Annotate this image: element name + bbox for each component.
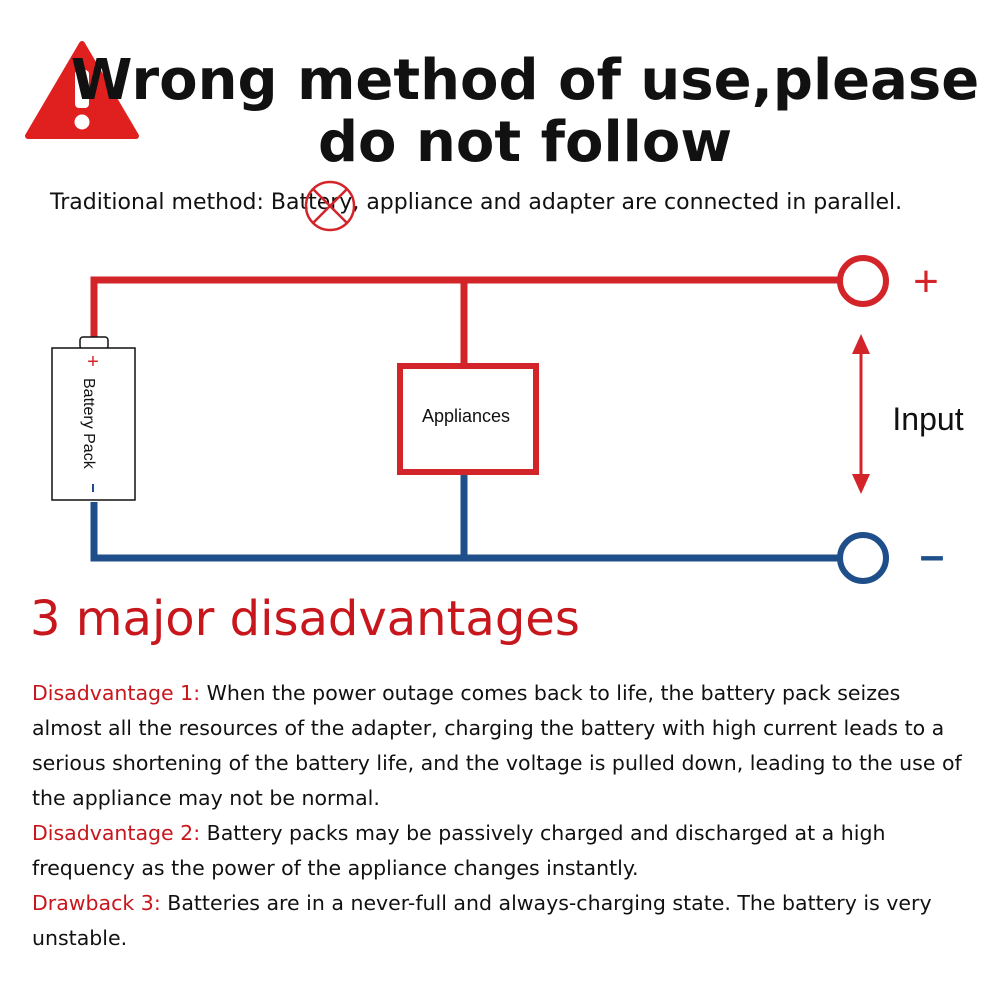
parallel-circuit-diagram: + Battery Pack Appliances + – Input xyxy=(51,255,964,584)
negative-wire xyxy=(90,472,838,562)
prohibited-icon xyxy=(304,180,356,232)
input-double-arrow xyxy=(852,334,870,494)
positive-wire xyxy=(90,276,838,366)
input-label: Input xyxy=(892,401,963,437)
disadvantage-item-1: Disadvantage 1: When the power outage co… xyxy=(32,676,972,816)
negative-terminal xyxy=(837,532,889,584)
positive-terminal xyxy=(837,255,889,307)
title-line-2: do not follow xyxy=(317,110,733,175)
battery-pack: + Battery Pack xyxy=(51,336,136,501)
subtitle: Traditional method: Battery, appliance a… xyxy=(50,190,903,215)
disadvantage-label: Disadvantage 1: xyxy=(32,681,201,705)
appliance-box: Appliances xyxy=(397,363,539,475)
battery-plus-sign: + xyxy=(87,351,99,373)
disadvantage-label: Disadvantage 2: xyxy=(32,821,201,845)
battery-label: Battery Pack xyxy=(80,378,97,470)
appliance-label: Appliances xyxy=(422,406,510,426)
disadvantage-label: Drawback 3: xyxy=(32,891,161,915)
positive-sign: + xyxy=(913,257,939,306)
disadvantage-text: Battery packs may be passively charged a… xyxy=(32,821,886,880)
page-title: Wrong method of use,please do not follow xyxy=(0,50,1000,174)
title-line-1: Wrong method of use,please xyxy=(70,48,980,113)
disadvantage-text: Batteries are in a never-full and always… xyxy=(32,891,932,950)
disadvantages-list: Disadvantage 1: When the power outage co… xyxy=(32,676,972,956)
negative-sign: – xyxy=(920,531,944,580)
disadvantage-text: When the power outage comes back to life… xyxy=(32,681,962,810)
disadvantage-item-3: Drawback 3: Batteries are in a never-ful… xyxy=(32,886,972,956)
disadvantage-item-2: Disadvantage 2: Battery packs may be pas… xyxy=(32,816,972,886)
disadvantages-heading: 3 major disadvantages xyxy=(30,591,580,647)
warning-icon xyxy=(25,41,139,139)
